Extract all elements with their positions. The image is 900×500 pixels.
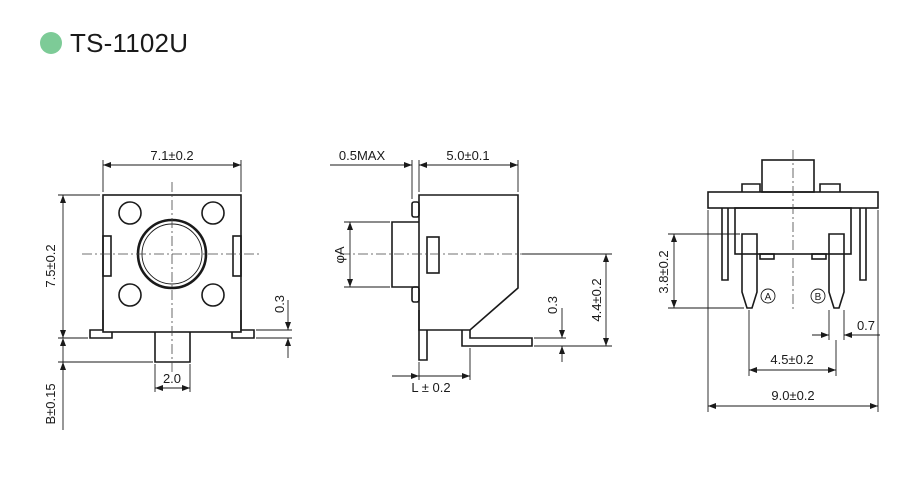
arrowhead <box>182 385 190 391</box>
arrowhead <box>404 162 412 168</box>
arrowhead <box>821 332 829 338</box>
arrowhead <box>828 367 836 373</box>
side-l-label: L ± 0.2 <box>411 380 450 395</box>
side-height-label: 4.4±0.2 <box>589 278 604 321</box>
end-pad-right <box>811 253 827 260</box>
arrowhead <box>233 162 241 168</box>
arrowhead <box>347 279 353 287</box>
end-b-label: B <box>815 292 822 303</box>
front-leg-right <box>231 310 255 339</box>
side-bump-bottom <box>411 286 420 303</box>
end-a-label: A <box>765 292 772 303</box>
end-side-leg-right <box>859 208 867 281</box>
front-bottom-tab <box>154 332 191 363</box>
arrowhead <box>559 330 565 338</box>
arrowhead <box>510 162 518 168</box>
front-hole-bottom-left <box>118 283 142 307</box>
arrowhead <box>708 403 716 409</box>
front-height-label: 7.5±0.2 <box>43 244 58 287</box>
arrowhead <box>60 362 66 370</box>
end-pin-label: 0.7 <box>857 318 875 333</box>
side-lead-label: 0.3 <box>545 296 560 314</box>
side-max-label: 0.5MAX <box>339 148 386 163</box>
arrowhead <box>60 195 66 203</box>
front-b-label: B±0.15 <box>43 383 58 424</box>
front-slot-left <box>102 235 112 277</box>
arrowhead <box>671 234 677 242</box>
end-side-leg-left <box>721 208 729 281</box>
end-marker-b <box>810 288 826 304</box>
front-lead-label: 0.3 <box>272 295 287 313</box>
arrowhead <box>285 322 291 330</box>
side-bump-top <box>411 201 420 218</box>
end-pin-a <box>741 233 758 309</box>
front-slot-right <box>232 235 242 277</box>
arrowhead <box>844 332 852 338</box>
end-pitch-label: 4.5±0.2 <box>770 352 813 367</box>
arrowhead <box>155 385 163 391</box>
end-height-label: 3.8±0.2 <box>656 250 671 293</box>
arrowhead <box>870 403 878 409</box>
bullet-dot-icon <box>40 32 62 54</box>
arrowhead <box>603 338 609 346</box>
end-plunger <box>761 159 815 193</box>
arrowhead <box>419 162 427 168</box>
end-width-label: 9.0±0.2 <box>771 388 814 403</box>
side-slot <box>426 236 440 274</box>
side-terminal-left <box>418 310 428 361</box>
front-view: 7.1±0.2 7.5±0.2 0.3 2.0 B±0.15 <box>43 148 292 430</box>
page-title: TS-1102U <box>70 28 189 58</box>
front-tab-label: 2.0 <box>163 371 181 386</box>
arrowhead <box>285 338 291 346</box>
arrowhead <box>103 162 111 168</box>
front-hole-bottom-right <box>201 283 225 307</box>
arrowhead <box>671 300 677 308</box>
end-view: A B 3.8±0.2 0.7 4.5±0.2 9.0±0.2 <box>656 150 880 412</box>
side-depth-label: 5.0±0.1 <box>446 148 489 163</box>
side-dia-label: φA <box>332 246 347 263</box>
side-plunger <box>391 221 419 288</box>
front-hole-top-left <box>118 201 142 225</box>
front-hole-top-right <box>201 201 225 225</box>
arrowhead <box>559 346 565 354</box>
front-width-label: 7.1±0.2 <box>150 148 193 163</box>
end-marker-a <box>760 288 776 304</box>
side-body <box>418 194 519 331</box>
end-pad-left <box>759 253 775 260</box>
arrowhead <box>347 222 353 230</box>
end-bump-left <box>741 183 761 192</box>
arrowhead <box>60 330 66 338</box>
arrowhead <box>462 373 470 379</box>
arrowhead <box>60 338 66 346</box>
side-view: 0.5MAX 5.0±0.1 φA 0.3 4.4±0.2 L ± 0.2 <box>330 148 612 395</box>
side-terminal-right <box>461 330 533 347</box>
arrowhead <box>411 373 419 379</box>
front-leg-left <box>89 310 113 339</box>
end-bump-right <box>819 183 841 192</box>
arrowhead <box>749 367 757 373</box>
arrowhead <box>603 254 609 262</box>
title-block: TS-1102U <box>40 28 188 58</box>
end-pin-b <box>828 233 845 309</box>
